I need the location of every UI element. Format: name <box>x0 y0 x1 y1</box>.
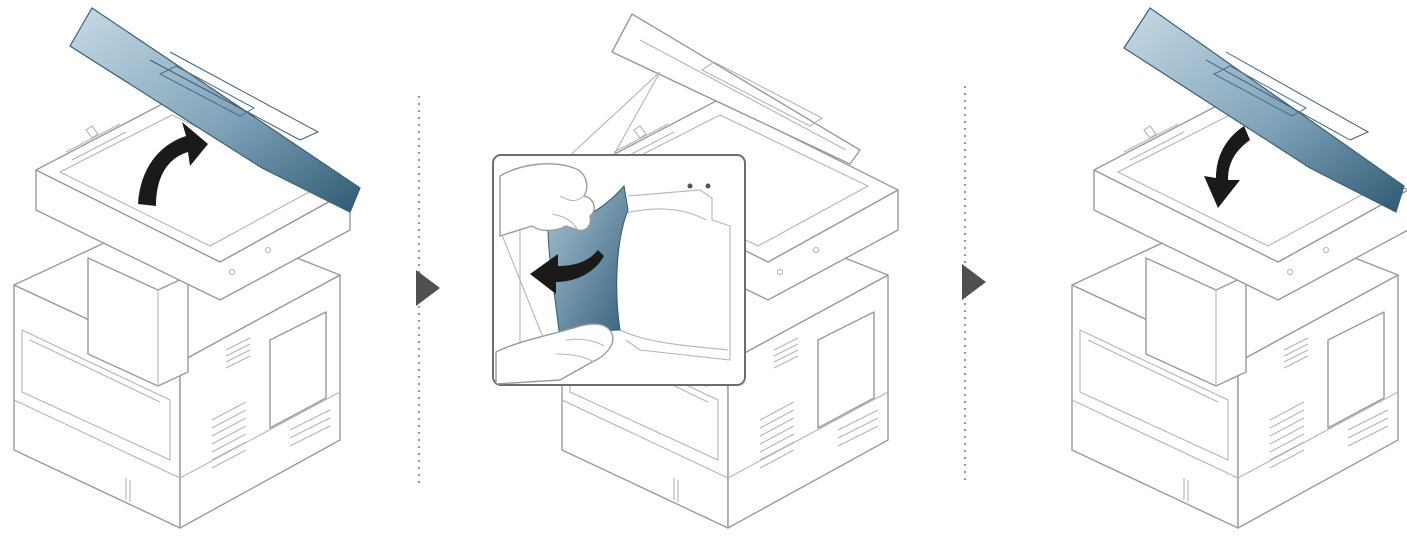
upper-hand <box>500 164 594 236</box>
step-3-panel <box>1072 8 1407 528</box>
step-2-panel <box>493 14 898 528</box>
step-1-panel <box>14 8 360 528</box>
inset-detail <box>493 155 745 385</box>
step-triangle-icon <box>962 264 986 300</box>
step-triangle-icon <box>416 270 440 306</box>
